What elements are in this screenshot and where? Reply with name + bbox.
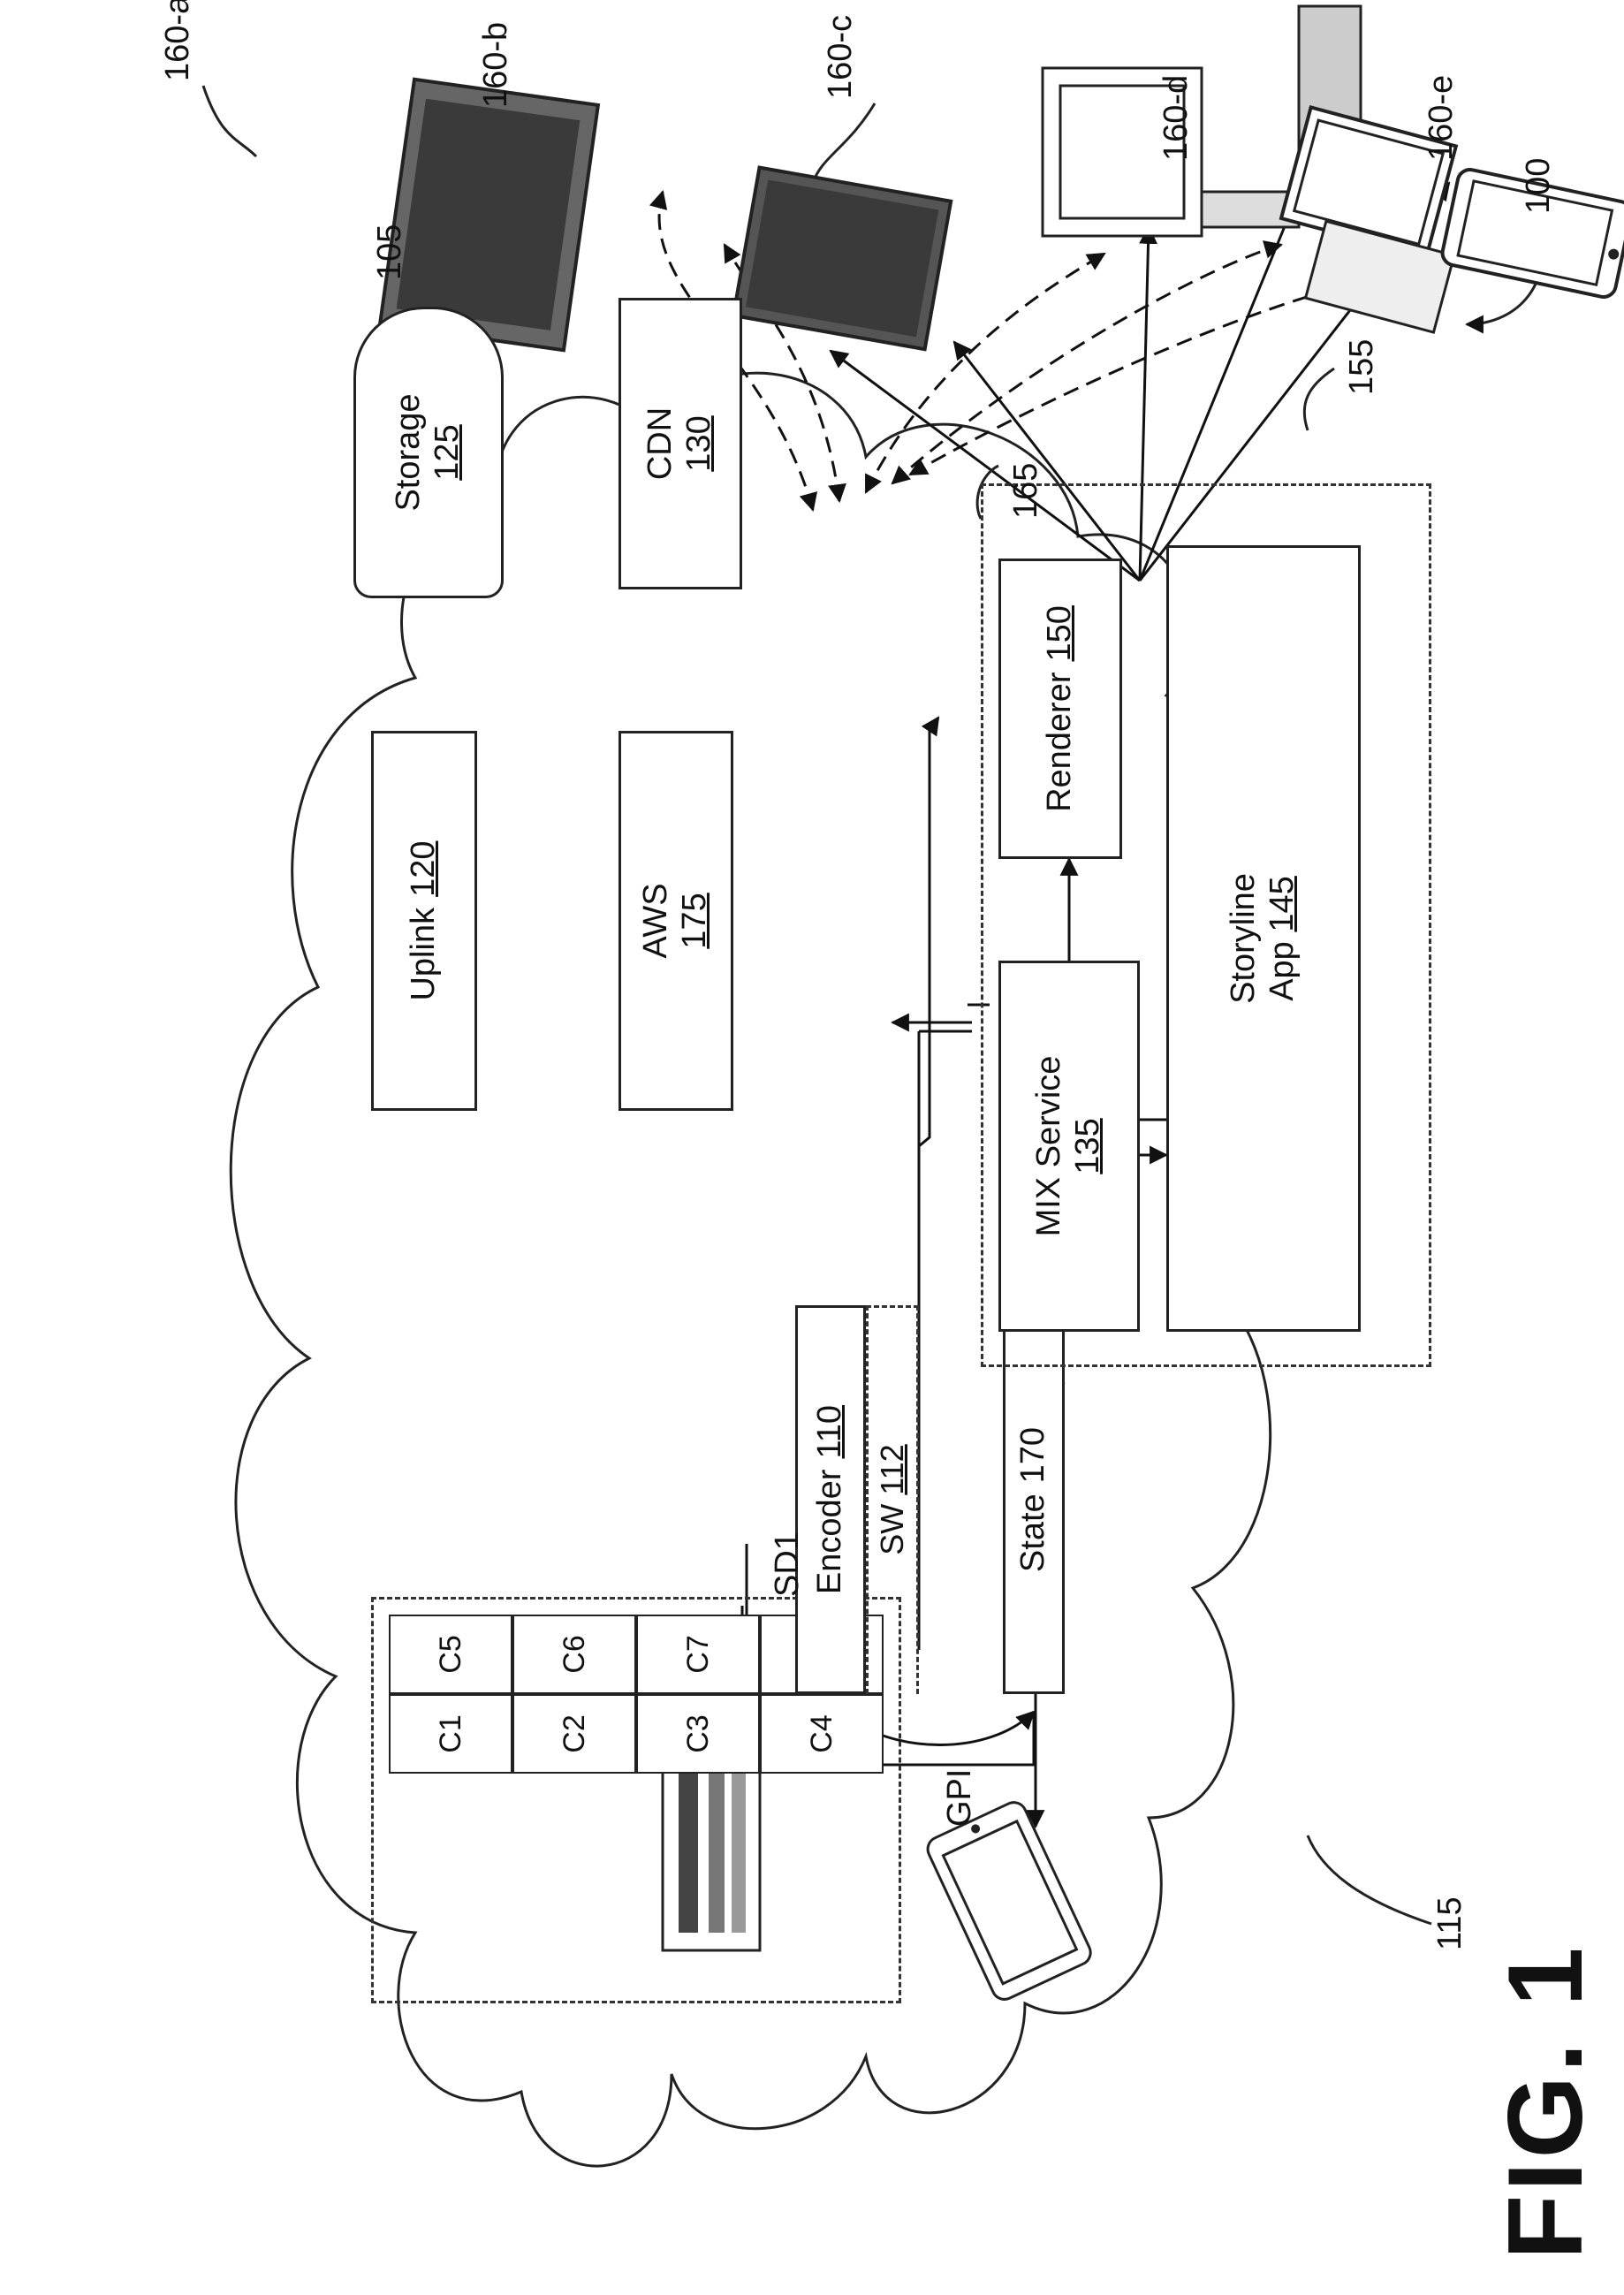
- encoder-num: 110: [811, 1405, 850, 1459]
- camera-group-ref: 105: [371, 224, 409, 280]
- storyline-line2: App 145: [1264, 876, 1302, 1001]
- cloud-ref-leader: [1308, 1835, 1431, 1924]
- leader-160a: [203, 86, 256, 156]
- direct-link-ref: 155: [1343, 339, 1381, 395]
- software-name: SW: [874, 1504, 911, 1555]
- software-label: SW 112: [870, 1305, 914, 1694]
- renderer-num: 150: [1041, 605, 1080, 661]
- tablet-device: [923, 1798, 1094, 2003]
- device-label-160a: 160-a: [159, 0, 197, 81]
- storage-name: Storage: [390, 393, 429, 511]
- leader-160c: [813, 103, 875, 183]
- encoder-uplink-wire: [919, 718, 938, 1650]
- camera-cell: C7: [636, 1615, 760, 1694]
- storyline-name2: App: [1264, 941, 1301, 1001]
- mix-service-box: MIX Service 135: [998, 961, 1140, 1332]
- camera-cell: C3: [636, 1694, 760, 1774]
- storyline-name: Storyline: [1225, 873, 1264, 1004]
- sd1-label: SD1: [769, 1531, 807, 1597]
- cdn-link-ref: 165: [1007, 463, 1045, 519]
- storyline-num: 145: [1264, 876, 1301, 931]
- figure-ref: 100: [1520, 158, 1558, 214]
- figure-label: FIG. 1: [1484, 1944, 1606, 2260]
- uplink-name: Uplink: [405, 908, 444, 1001]
- device-160b-tablet: [733, 168, 951, 350]
- state-name: State: [1014, 1493, 1053, 1572]
- encoder-name: Encoder: [811, 1470, 850, 1595]
- camera-cell: C1: [389, 1694, 512, 1774]
- cdn-box: CDN 130: [618, 298, 742, 589]
- device-label-160b: 160-b: [477, 22, 515, 108]
- aws-box: AWS 175: [618, 731, 733, 1111]
- uplink-box: Uplink 120: [371, 731, 477, 1111]
- mix-service-num: 135: [1069, 1118, 1108, 1174]
- aws-num: 175: [676, 893, 715, 948]
- cdn-to-160d: [892, 245, 1281, 483]
- camera-cell: C4: [760, 1694, 884, 1774]
- cdn-num: 130: [680, 415, 719, 471]
- leader-155: [1304, 369, 1334, 430]
- gpi-label: GPI: [941, 1769, 979, 1827]
- uplink-num: 120: [405, 841, 444, 897]
- cloud-ref: 115: [1431, 1896, 1469, 1950]
- camera-cell: C6: [512, 1615, 636, 1694]
- renderer-name: Renderer: [1041, 673, 1080, 812]
- device-label-160e: 160-e: [1423, 75, 1461, 161]
- device-label-160d: 160-d: [1157, 75, 1195, 161]
- software-num: 112: [874, 1444, 911, 1494]
- camera-cell: C2: [512, 1694, 636, 1774]
- storage-num: 125: [429, 424, 467, 480]
- renderer-box: Renderer 150: [998, 559, 1122, 859]
- storyline-box: Storyline App 145: [1166, 545, 1361, 1332]
- state-num: 170: [1014, 1427, 1053, 1483]
- cdn-name: CDN: [641, 407, 680, 480]
- device-label-160c: 160-c: [822, 15, 860, 99]
- mix-service-name: MIX Service: [1030, 1056, 1069, 1237]
- encoder-box: Encoder 110: [795, 1305, 866, 1694]
- storage-box: Storage 125: [353, 307, 504, 598]
- camera-cell: C5: [389, 1615, 512, 1694]
- aws-name: AWS: [637, 883, 676, 958]
